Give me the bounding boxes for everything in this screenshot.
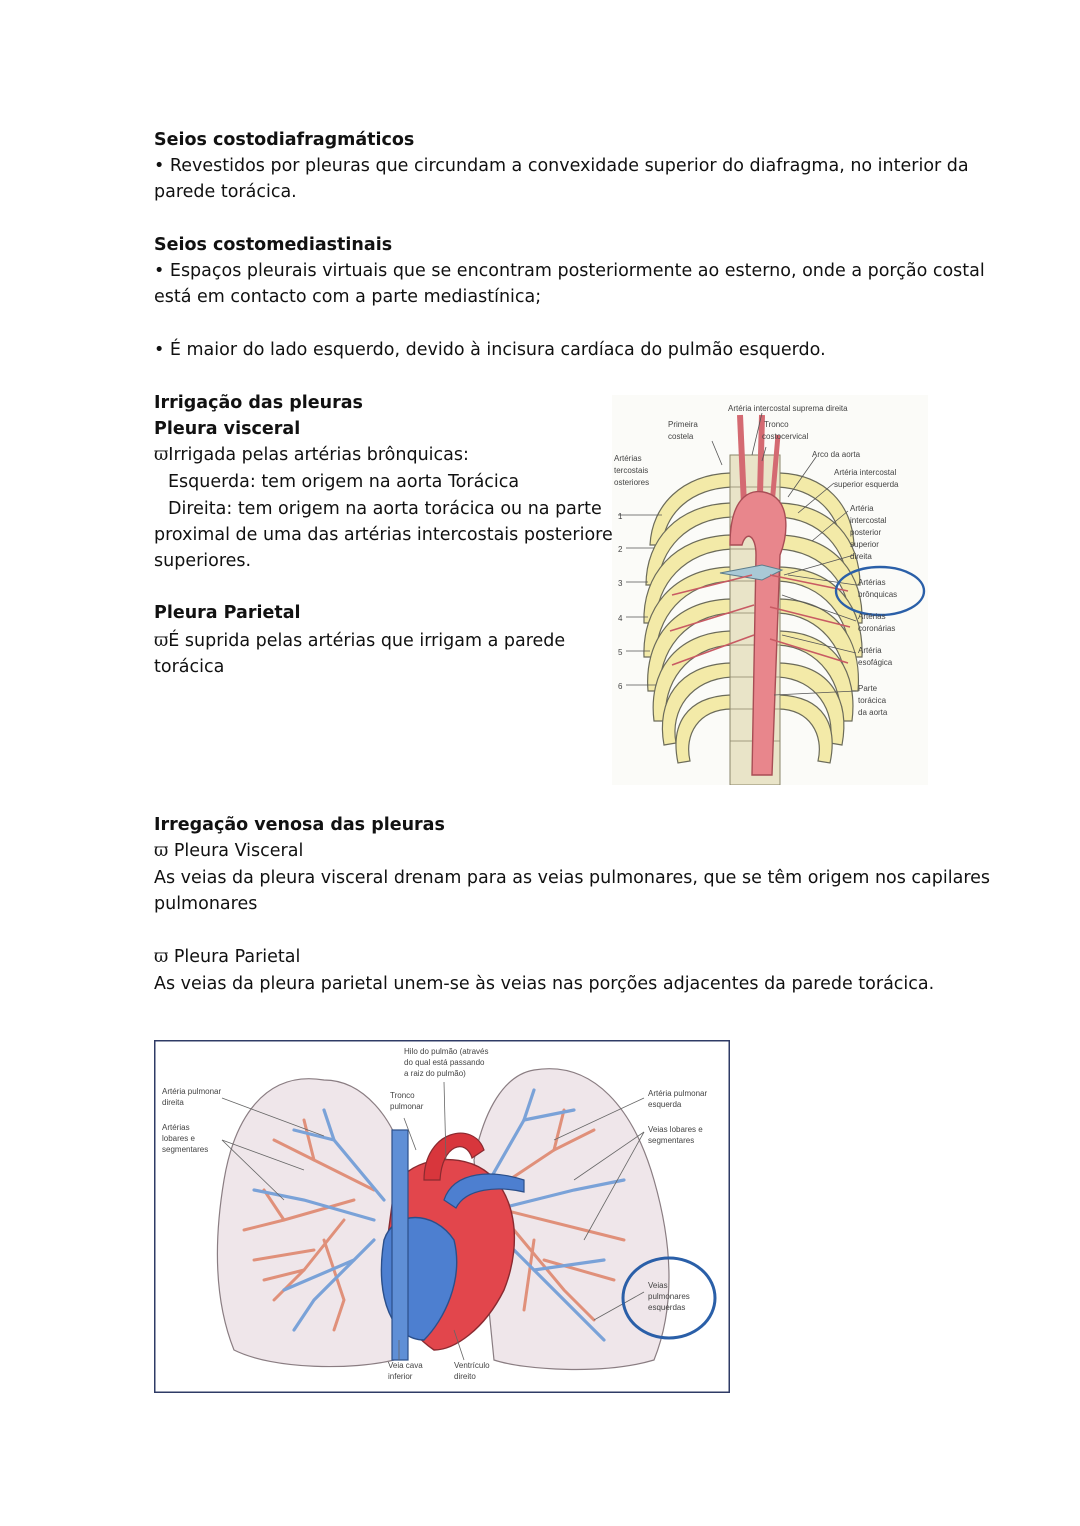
figure-label: brônquicas — [858, 590, 897, 599]
heading-seios-costodiafragmaticos: Seios costodiafragmáticos — [154, 130, 415, 150]
heading-seios-costomediastinais: Seios costomediastinais — [154, 235, 393, 255]
figure-thoracic-arteries-svg: Artéria intercostal suprema direita Prim… — [612, 395, 928, 785]
figure-label: Artéria pulmonar — [648, 1089, 707, 1098]
highlight-circle — [621, 1256, 717, 1340]
figure-label: pulmonares — [648, 1292, 690, 1301]
rib-number: 1 — [618, 512, 623, 521]
figure-label: Tronco — [764, 420, 789, 429]
figure-label: Veias lobares e — [648, 1125, 703, 1134]
bullet-line: ϖ Pleura Parietal — [154, 944, 300, 970]
paragraph-line: • É maior do lado esquerdo, devido à inc… — [154, 340, 826, 360]
bullet-text: Pleura Parietal — [168, 947, 301, 967]
subheading-pleura-parietal: Pleura Parietal — [154, 603, 301, 623]
figure-label: intercostal — [850, 516, 887, 525]
figure-label: Artérias — [162, 1123, 190, 1132]
heading-irregacao-venosa: Irregação venosa das pleuras — [154, 815, 445, 835]
rib-number: 4 — [618, 614, 623, 623]
rib-number: 6 — [618, 682, 623, 691]
figure-thoracic-arteries: Artéria intercostal suprema direita Prim… — [612, 395, 928, 785]
figure-label: da aorta — [858, 708, 888, 717]
figure-label: torácica — [858, 696, 887, 705]
figure-label: Artéria — [850, 504, 874, 513]
figure-label: Artéria intercostal suprema direita — [728, 404, 848, 413]
figure-label: direita — [162, 1098, 184, 1107]
paragraph-line: As veias da pleura visceral drenam para … — [154, 868, 991, 888]
paragraph-line: As veias da pleura parietal unem-se às v… — [154, 974, 935, 994]
figure-label: pulmonar — [390, 1102, 424, 1111]
paragraph-line: proximal de uma das artérias intercostai… — [154, 525, 622, 545]
figure-label: direito — [454, 1372, 476, 1381]
figure-label: segmentares — [648, 1136, 694, 1145]
rib-number: 3 — [618, 579, 623, 588]
figure-label: lobares e — [162, 1134, 195, 1143]
paragraph-line: pulmonares — [154, 894, 258, 914]
subheading-pleura-visceral: Pleura visceral — [154, 419, 301, 439]
paragraph-line: Direita: tem origem na aorta torácica ou… — [168, 499, 602, 519]
paragraph-line: • Espaços pleurais virtuais que se encon… — [154, 261, 985, 281]
figure-heart-lungs: Hilo do pulmão (através do qual está pas… — [154, 1040, 730, 1393]
figure-label: direita — [850, 552, 872, 561]
figure-label: segmentares — [162, 1145, 208, 1154]
figure-label: Hilo do pulmão (através — [404, 1047, 488, 1056]
figure-label: tercostais — [614, 466, 648, 475]
figure-label: Veias — [648, 1281, 668, 1290]
figure-label: Parte — [858, 684, 878, 693]
figure-label: Artéria — [858, 646, 882, 655]
figure-label: esofágica — [858, 658, 893, 667]
bullet-symbol: ϖ — [154, 631, 169, 651]
paragraph-line: parede torácica. — [154, 182, 297, 202]
figure-label: superior esquerda — [834, 480, 899, 489]
figure-label: costela — [668, 432, 694, 441]
bullet-symbol: ϖ — [154, 445, 169, 465]
figure-label: Ventrículo — [454, 1361, 490, 1370]
paragraph-line: superiores. — [154, 551, 252, 571]
figure-label: costocervical — [762, 432, 808, 441]
figure-label: Arco da aorta — [812, 450, 861, 459]
paragraph-line: torácica — [154, 657, 225, 677]
figure-label: Artérias — [858, 612, 886, 621]
figure-label: superior — [850, 540, 879, 549]
rib-number: 2 — [618, 545, 623, 554]
paragraph-line: está em contacto com a parte mediastínic… — [154, 287, 542, 307]
bullet-line: ϖ Pleura Visceral — [154, 838, 303, 864]
figure-label: esquerda — [648, 1100, 682, 1109]
bullet-text: Irrigada pelas artérias brônquicas: — [168, 445, 469, 465]
figure-label: Artérias — [614, 454, 642, 463]
bullet-line: ϖIrrigada pelas artérias brônquicas: — [154, 442, 469, 468]
figure-heart-lungs-svg: Hilo do pulmão (através do qual está pas… — [154, 1040, 730, 1393]
heading-irrigacao-pleuras: Irrigação das pleuras — [154, 393, 363, 413]
figure-label: osteriores — [614, 478, 649, 487]
bullet-line: ϖÉ suprida pelas artérias que irrigam a … — [154, 628, 565, 654]
paragraph-line: Esquerda: tem origem na aorta Torácica — [168, 472, 520, 492]
figure-label: Tronco — [390, 1091, 415, 1100]
paragraph-line: • Revestidos por pleuras que circundam a… — [154, 156, 969, 176]
figure-label: coronárias — [858, 624, 895, 633]
figure-label: a raiz do pulmão) — [404, 1069, 466, 1078]
figure-label: inferior — [388, 1372, 413, 1381]
figure-label: Artérias — [858, 578, 886, 587]
figure-label: esquerdas — [648, 1303, 685, 1312]
figure-label: Artéria pulmonar — [162, 1087, 221, 1096]
bullet-text: É suprida pelas artérias que irrigam a p… — [168, 631, 566, 651]
figure-label: posterior — [850, 528, 881, 537]
figure-label: Artéria intercostal — [834, 468, 896, 477]
highlight-circle — [834, 565, 926, 617]
bullet-symbol: ϖ — [154, 841, 169, 861]
bullet-text: Pleura Visceral — [168, 841, 304, 861]
figure-label: Veia cava — [388, 1361, 423, 1370]
rib-number: 5 — [618, 648, 623, 657]
figure-label: do qual está passando — [404, 1058, 485, 1067]
figure-label: Primeira — [668, 420, 698, 429]
bullet-symbol: ϖ — [154, 947, 169, 967]
